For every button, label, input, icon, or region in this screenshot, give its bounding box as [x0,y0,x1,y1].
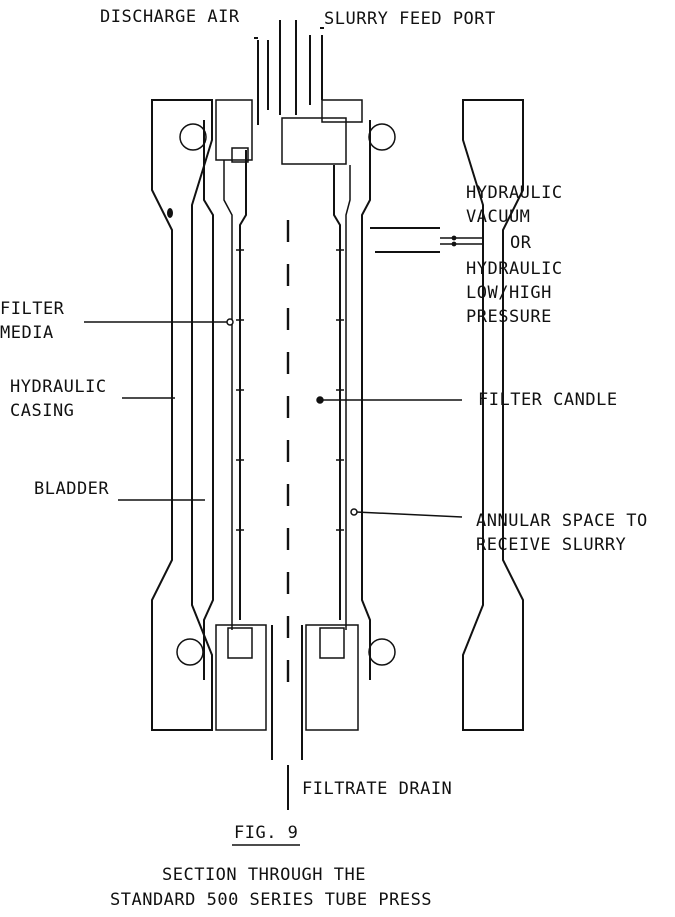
right-filter-media [345,165,351,630]
label-bladder: BLADDER [34,479,109,499]
top-center-plug [281,117,347,165]
label-hydraulic-bottom: HYDRAULIC [466,259,563,279]
left-candle-wall [239,150,247,620]
top-fitting-detail [231,147,249,163]
left-filter-media [223,160,233,630]
bottom-left-fitting [215,624,267,731]
label-filter: FILTER [0,299,65,319]
left-bladder [203,120,214,680]
right-candle-wall [333,165,341,620]
pipe-top-caps [254,27,324,39]
label-annular-2: RECEIVE SLURRY [476,535,626,555]
label-or: OR [510,233,532,253]
right-bladder [361,120,371,680]
leader-lines [84,318,463,518]
label-slurry-feed-port: SLURRY FEED PORT [324,9,496,29]
label-vacuum: VACUUM [466,207,530,227]
label-annular-1: ANNULAR SPACE TO [476,511,648,531]
label-media: MEDIA [0,323,54,343]
label-hydraulic-casing-2: CASING [10,401,74,421]
hydraulic-port [370,227,482,253]
top-right-fitting [321,99,363,123]
bottom-right-fitting [305,624,359,731]
right-casing [462,99,524,731]
bottom-right-seal [368,638,396,666]
top-left-fitting [215,99,253,161]
label-discharge-air: DISCHARGE AIR [100,7,240,27]
top-pipes [257,20,323,125]
label-pressure: PRESSURE [466,307,552,327]
figure-caption-line2: STANDARD 500 SERIES TUBE PRESS [110,890,432,910]
label-filtrate-drain: FILTRATE DRAIN [302,779,452,799]
figure-number: FIG. 9 [234,823,298,843]
candle-drain-holes [236,249,344,531]
bottom-right-insert [319,627,345,659]
figure-caption-line1: SECTION THROUGH THE [162,865,366,885]
label-hydraulic-top: HYDRAULIC [466,183,563,203]
top-left-seal [179,123,207,151]
left-casing [151,99,213,731]
bottom-left-insert [227,627,253,659]
casing-mark [167,208,173,218]
label-hydraulic-casing-1: HYDRAULIC [10,377,107,397]
label-low-high: LOW/HIGH [466,283,552,303]
top-right-seal [368,123,396,151]
filtrate-drain-pipe [271,625,303,810]
label-filter-candle: FILTER CANDLE [478,390,618,410]
bottom-left-seal [176,638,204,666]
